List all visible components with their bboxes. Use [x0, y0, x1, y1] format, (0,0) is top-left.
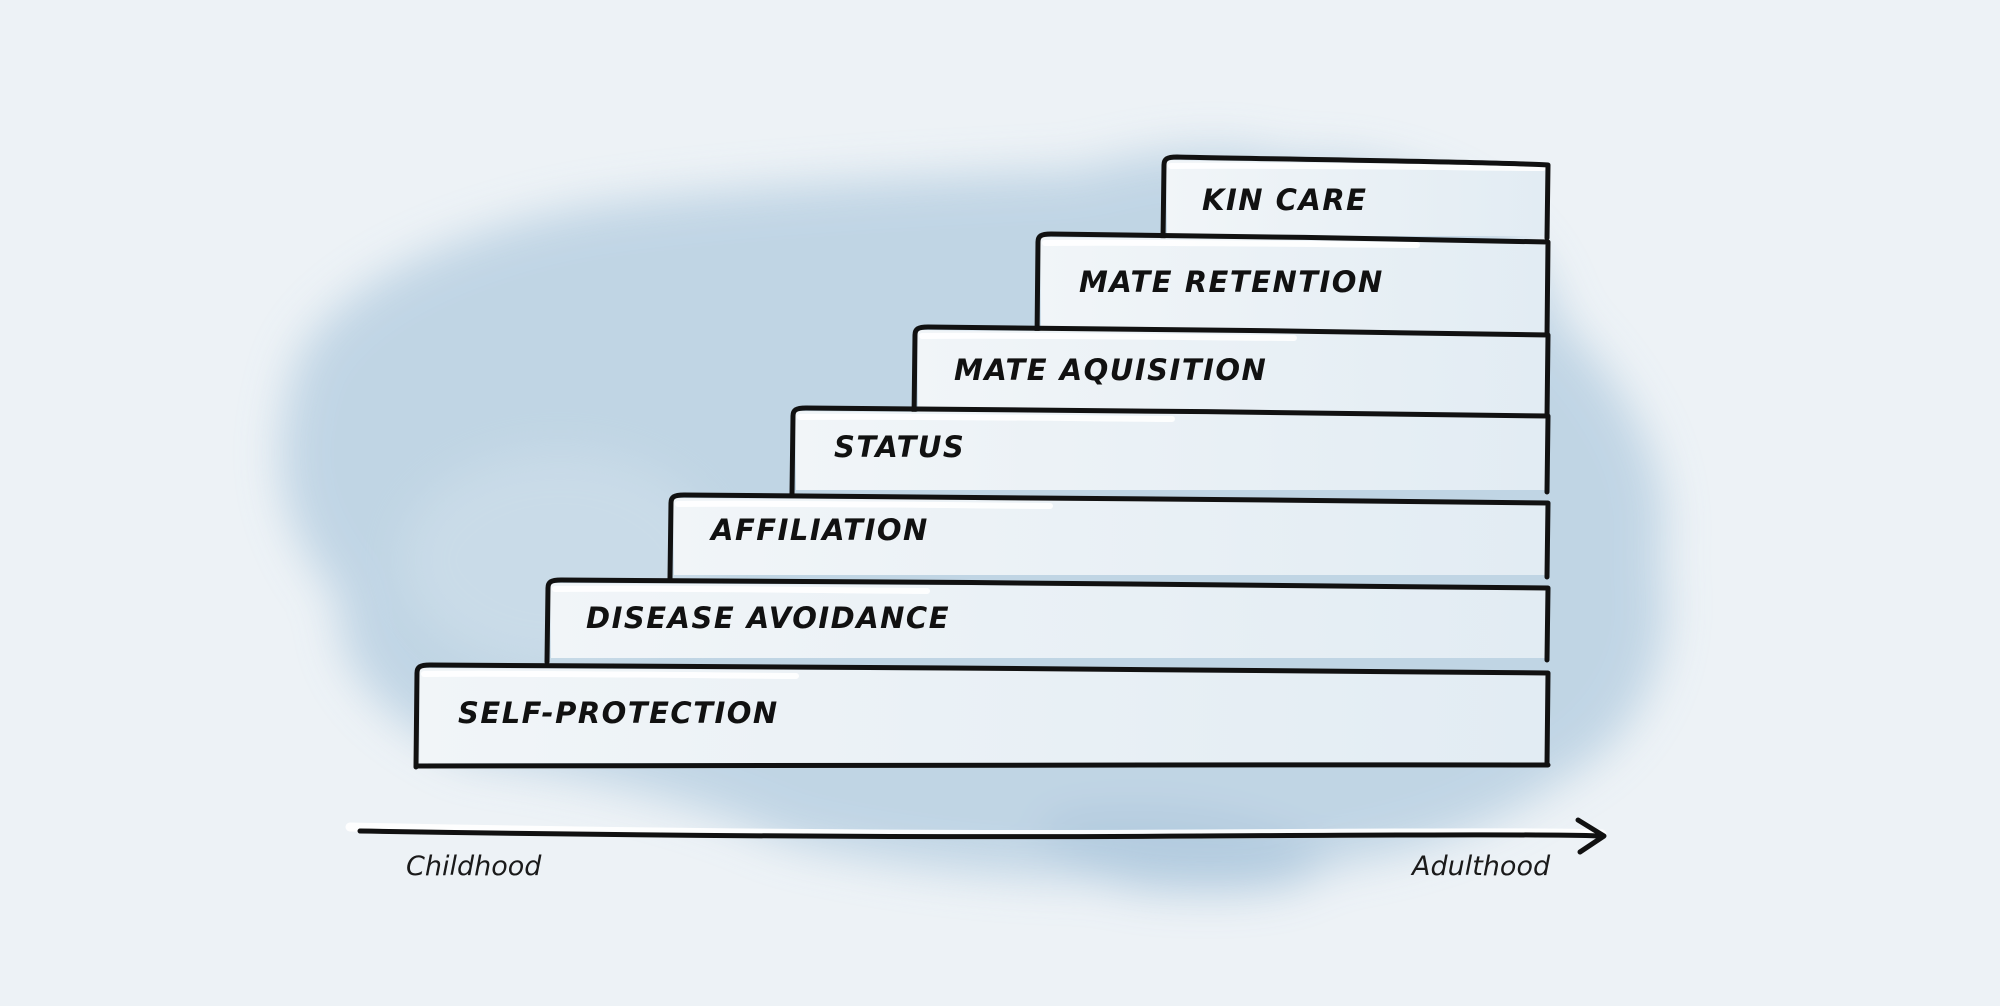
step-box-status — [789, 405, 1551, 497]
step-box-mate-aquisition — [911, 324, 1551, 423]
step-box-self-protection — [413, 662, 1551, 770]
axis-start-label: Childhood — [406, 851, 542, 882]
step-label-affiliation: AFFILIATION — [711, 513, 929, 547]
step-box-kin-care — [1160, 154, 1551, 243]
step-label-disease-avoidance: DISEASE AVOIDANCE — [586, 601, 951, 635]
step-label-kin-care: KIN CARE — [1202, 183, 1368, 217]
axis-end-label: Adulthood — [1412, 851, 1551, 882]
step-label-self-protection: SELF-PROTECTION — [458, 696, 779, 730]
arrow-head-icon — [1575, 817, 1607, 855]
steps-layer — [413, 154, 1551, 770]
step-label-mate-retention: MATE RETENTION — [1079, 265, 1384, 299]
step-label-status: STATUS — [834, 430, 966, 464]
step-box-mate-retention — [1034, 231, 1551, 343]
step-label-mate-aquisition: MATE AQUISITION — [954, 353, 1268, 387]
timeline-arrow — [345, 817, 1607, 855]
step-box-disease-avoidance — [544, 577, 1551, 665]
step-box-affiliation — [667, 492, 1551, 582]
